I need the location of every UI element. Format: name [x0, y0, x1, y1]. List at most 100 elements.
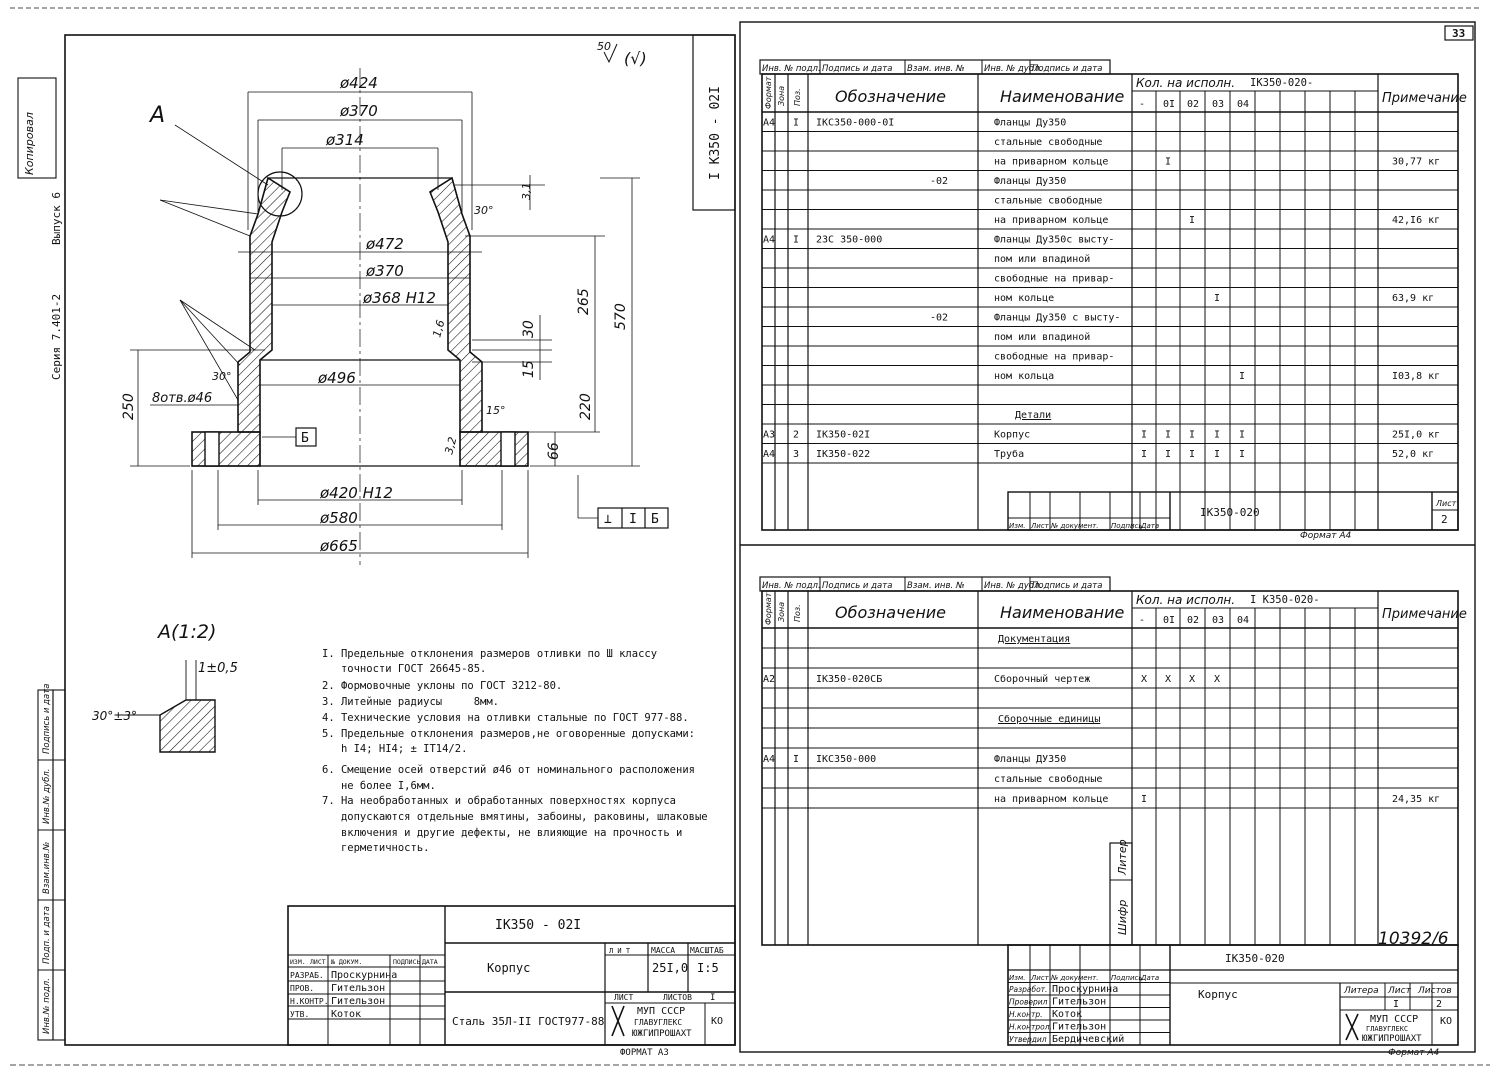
- tb-left-scale: I:5: [697, 961, 719, 975]
- spec-head-variant-col: 0I: [1163, 615, 1175, 626]
- tb-left-org-3: ЮЖГИПРОШАХТ: [632, 1029, 692, 1039]
- dim-angle-15: 15°: [486, 404, 506, 417]
- dim-d420: ø420 H12: [319, 484, 393, 502]
- dim-d496: ø496: [317, 369, 356, 387]
- spec-stamp-label: Подпись и дата: [822, 581, 892, 591]
- note-line: 6. Смещение осей отверстий ø46 от номина…: [322, 764, 695, 776]
- tb-left-sheet-label: ЛИСТ: [614, 993, 633, 1002]
- spec-cell-mark: I: [1214, 430, 1220, 441]
- tb-right-role: Утвердил: [1009, 1035, 1047, 1044]
- spec-cell-mark: I: [1239, 371, 1245, 382]
- spec-cell-pos: 2: [793, 430, 799, 441]
- spec-cell-note: 52,0 кг: [1392, 449, 1434, 460]
- dim-d370b: ø370: [365, 262, 404, 280]
- note-line: 3. Литейные радиусы 8мм.: [322, 696, 499, 708]
- stamp-label: Подп. и дата: [42, 906, 52, 964]
- spec-head-name: Наименование: [1000, 603, 1124, 622]
- rotated-drawing-code: I K350 - 02I: [708, 86, 723, 180]
- spec-cell-note: 24,35 кг: [1392, 794, 1440, 805]
- spec-cell-mark: I: [1165, 449, 1171, 460]
- spec-cell-designation: -02: [930, 313, 948, 324]
- note-line: точности ГОСТ 26645-85.: [322, 663, 486, 675]
- album-code: Серия 7.401-2: [50, 294, 63, 380]
- handwritten-number: 10392/6: [1378, 929, 1449, 949]
- tb-left-sheets-label: ЛИСТОВ: [663, 993, 692, 1002]
- spec-head-variant-col: 0I: [1163, 99, 1175, 110]
- org-logo-mark: [1345, 1013, 1359, 1041]
- spec-cell-name: на приварном кольце: [994, 157, 1108, 168]
- spec-cell-note: I03,8 кг: [1392, 371, 1440, 382]
- spec-cell-name: Сборочные единицы: [998, 713, 1100, 725]
- spec-cell-name: Корпус: [994, 430, 1030, 441]
- tb-right-role: Н.контр.: [1009, 1010, 1043, 1019]
- tb-left-format: ФОРМАТ А3: [620, 1048, 669, 1058]
- spec-cell-name: ном кольце: [994, 293, 1054, 304]
- spec-cell-mark: I: [1239, 430, 1245, 441]
- spec-head-qty: Кол. на исполн.: [1136, 593, 1235, 607]
- stamp-label: Взам.инв.№: [42, 842, 52, 894]
- tb-right-lit-label: Литера: [1343, 986, 1379, 996]
- dim-h30: 30: [521, 320, 537, 338]
- spec-cell-mark: I: [1214, 293, 1220, 304]
- spec-head-variant-col: -: [1139, 99, 1145, 110]
- spec-stamp-frame: [759, 59, 1111, 75]
- dim-h265: 265: [576, 288, 592, 315]
- tb-left-role: РАЗРАБ.: [290, 971, 324, 980]
- spec-head-note: Примечание: [1382, 91, 1467, 106]
- spec-cell-format: A3: [763, 430, 775, 441]
- tb-right-org-2: ГЛАВУГЛЕКС: [1366, 1025, 1408, 1033]
- tb-right-head-cell: Дата: [1140, 974, 1159, 982]
- tb-left-head-cell: № ДОКУМ.: [331, 958, 362, 966]
- tb-right-head-cell: Подпись: [1111, 974, 1143, 982]
- spec-top-footer-head: № документ.: [1050, 522, 1098, 530]
- spec-cell-pos: I: [793, 235, 799, 246]
- spec-head-zone: Зона: [777, 86, 786, 106]
- spec-cell-name: на приварном кольце: [994, 215, 1108, 226]
- spec-cell-designation: -02: [930, 176, 948, 187]
- detail-thickness: 1±0,5: [198, 661, 238, 676]
- spec-head-variant-col: 04: [1237, 99, 1249, 110]
- tb-left-name-cell: Проскурнина: [331, 970, 397, 981]
- spec-stamp-label: Инв. № подл.: [762, 581, 821, 591]
- tb-right-format: Формат А4: [1388, 1048, 1440, 1058]
- spec-cell-mark: I: [1165, 157, 1171, 168]
- dim-d665: ø665: [319, 537, 358, 555]
- dim-h570: 570: [613, 303, 629, 330]
- tb-left-head-cell: ИЗМ.: [290, 958, 306, 966]
- spec-cell-name: на приварном кольце: [994, 794, 1108, 805]
- spec-cell-name: Детали: [1015, 410, 1051, 421]
- spec-cell-mark: I: [1239, 449, 1245, 460]
- detail-angle: 30°±3°: [92, 709, 137, 723]
- tolerance-value: I: [629, 512, 637, 527]
- spec-head-zone: Зона: [777, 602, 786, 622]
- dim-r32: 3,2: [442, 436, 459, 456]
- spec-head-variant-col: 02: [1187, 615, 1199, 626]
- spec-cell-note: 30,77 кг: [1392, 157, 1440, 168]
- tb-left-head-cell: ЛИСТ: [310, 958, 326, 966]
- note-line: допускаются отдельные вмятины, забоины, …: [322, 811, 708, 823]
- spec-cell-format: A4: [763, 118, 775, 129]
- spec-cell-name: Сборочный чертеж: [994, 673, 1090, 685]
- spec-cell-mark: I: [1189, 215, 1195, 226]
- tb-left-org-code: КО: [711, 1016, 723, 1027]
- spec-stamp-label: Подпись и дата: [1032, 581, 1102, 591]
- spec-head-format: Формат: [764, 592, 773, 625]
- technical-notes: I. Предельные отклонения размеров отливк…: [322, 648, 708, 854]
- spec-cell-mark: X: [1165, 674, 1171, 685]
- dim-angle-30b: 30°: [212, 370, 232, 383]
- tb-left-material: Сталь 35Л-II ГОСТ977-88: [452, 1015, 604, 1028]
- spec-head-variant: IK350-020-: [1250, 77, 1313, 89]
- tb-left-lit-label: Л И Т: [609, 947, 631, 955]
- spec-top-footer-code: IK350-020: [1200, 506, 1260, 519]
- tb-left-role: Н.КОНТР.: [290, 997, 329, 1006]
- spec-head-variant: I K350-020-: [1250, 594, 1320, 606]
- tb-right-name-cell: Гительзон: [1052, 1022, 1106, 1033]
- dim-h220: 220: [578, 393, 594, 420]
- spec-cell-name: стальные свободные: [994, 195, 1102, 207]
- tb-right-head-cell: Изм.: [1009, 974, 1025, 982]
- spec-cell-name: Фланцы Ду350: [994, 118, 1066, 129]
- spec-top-footer-head: Изм.: [1009, 522, 1025, 530]
- side-label-shifr: Шифр: [1116, 900, 1129, 935]
